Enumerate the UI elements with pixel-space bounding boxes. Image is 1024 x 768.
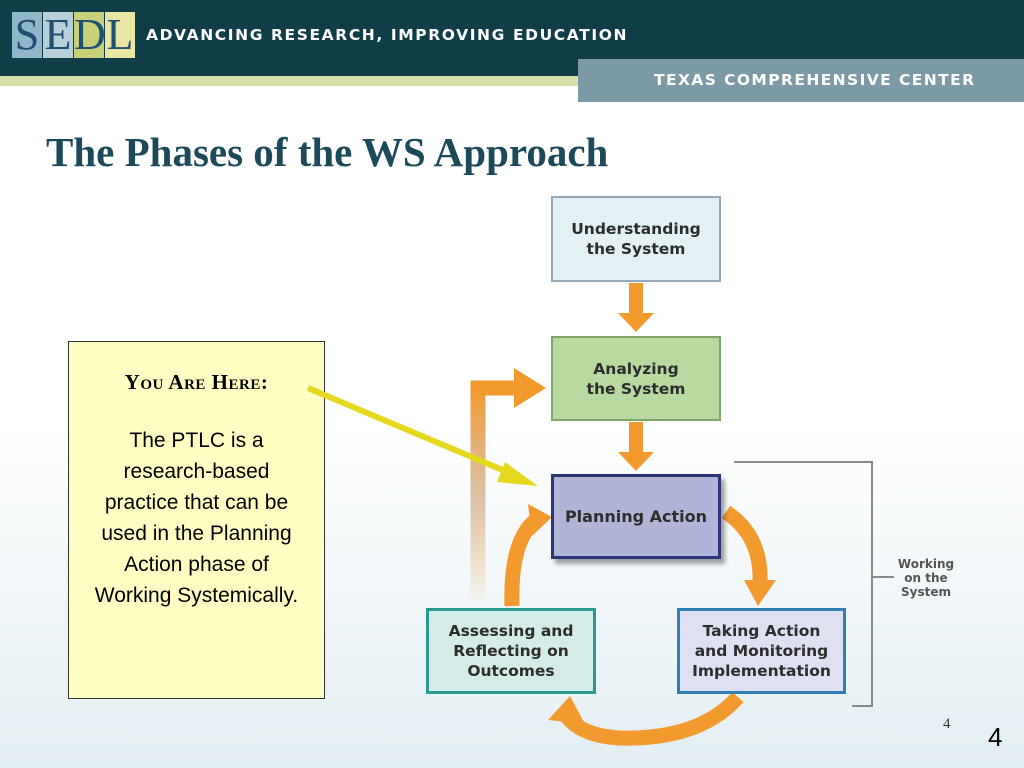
page-number-small: 4: [943, 716, 951, 732]
working-on-system-label: Working on the System: [897, 557, 955, 599]
working-on-system-bracket: [734, 461, 894, 707]
slide-title: The Phases of the WS Approach: [46, 129, 609, 175]
note-body: The PTLC is a research-based practice th…: [94, 429, 299, 607]
phase-analyzing-the-system: Analyzing the System: [551, 336, 721, 421]
center-banner: [578, 59, 1024, 102]
arrow-assessing-to-planning: [504, 504, 552, 607]
sedl-logo: S E D L: [12, 12, 136, 60]
page-number-large: 4: [988, 722, 1003, 752]
arrow-taking-to-assessing: [548, 691, 744, 746]
arrow-loop-to-analyzing: [470, 368, 546, 606]
phase-assessing-and-reflecting: Assessing and Reflecting on Outcomes: [426, 608, 596, 694]
note-heading: You Are Here:: [124, 370, 269, 394]
phase-understanding-the-system: Understanding the System: [551, 196, 721, 282]
phase-taking-action: Taking Action and Monitoring Implementat…: [677, 608, 846, 694]
logo-letter-l: L: [105, 10, 135, 59]
logo-letter-d: D: [74, 10, 106, 59]
you-are-here-pointer: [306, 385, 538, 486]
phase-planning-action: Planning Action: [551, 474, 721, 559]
arrow-analyzing-to-planning: [618, 422, 654, 471]
header-tagline: ADVANCING RESEARCH, IMPROVING EDUCATION: [146, 26, 629, 44]
you-are-here-note: You Are Here: The PTLC is a research-bas…: [68, 341, 325, 699]
logo-letter-e: E: [43, 10, 73, 59]
logo-letter-s: S: [12, 12, 42, 58]
arrow-planning-to-taking: [721, 505, 776, 606]
arrow-understanding-to-analyzing: [618, 283, 654, 332]
header-stripe: [0, 76, 1024, 86]
center-name: TEXAS COMPREHENSIVE CENTER: [654, 71, 976, 89]
